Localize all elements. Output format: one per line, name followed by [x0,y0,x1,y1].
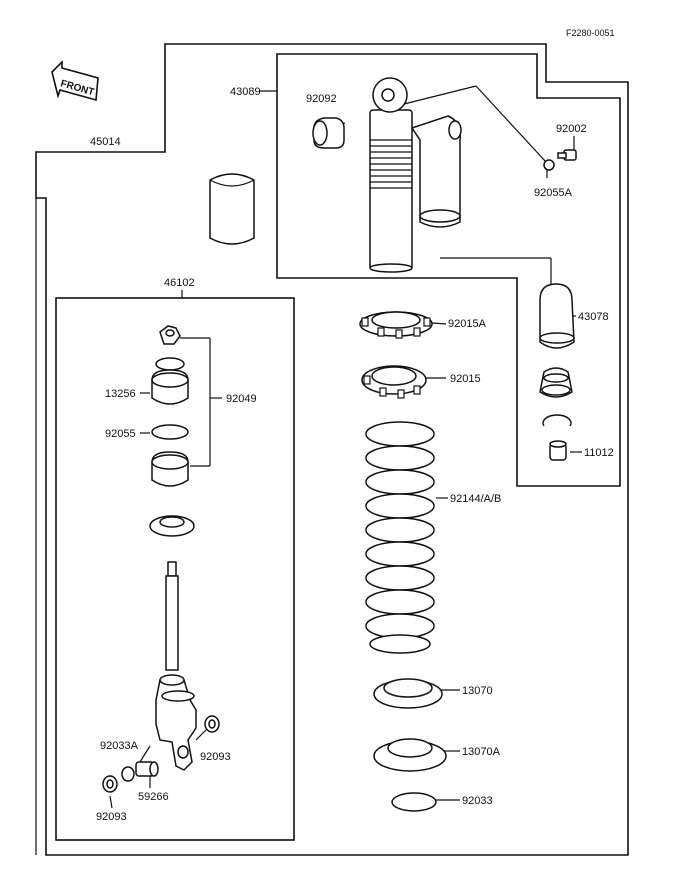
rubber-bushing-part [151,451,189,487]
front-arrow-icon: FRONT [51,60,99,102]
bladder-valve-part [539,367,573,398]
rod-cup-part [149,515,195,537]
label-92093-left: 92093 [96,811,127,823]
collar-part [135,761,159,777]
washer-part [543,159,555,171]
label-92144: 92144/A/B [450,493,501,505]
seal-left-part [102,775,118,793]
seal-right-part [204,715,220,733]
circlip-part [542,414,572,427]
bolt-part [557,149,577,161]
shock-body-part [369,77,413,273]
o-ring-part [151,424,189,440]
reservoir-tank-part [410,115,462,228]
label-92055: 92055 [105,428,136,440]
label-92093-right: 92093 [200,751,231,763]
figure-code: F2280-0051 [566,28,615,38]
sleeve-cover-part [209,173,255,245]
spring-part [365,421,435,654]
label-45014: 45014 [90,136,121,148]
bladder-cap-part [539,283,575,349]
label-11012: 11012 [584,447,614,459]
label-92092: 92092 [306,93,337,105]
outer-assembly-boundary [35,43,629,856]
label-43089: 43089 [230,86,261,98]
label-13070: 13070 [462,685,493,697]
rod-nut-part [159,325,181,345]
label-92033: 92033 [462,795,493,807]
label-92015: 92015 [450,373,481,385]
lock-nut-part [361,365,427,399]
body-assembly-box [276,53,621,487]
spring-seat-a-part [373,738,447,772]
valve-part [549,440,567,461]
label-92055A: 92055A [534,187,573,199]
oil-seal-part [121,766,135,782]
adjuster-nut-part [359,311,433,339]
damper-rod-part [155,561,197,771]
label-92002: 92002 [556,123,587,135]
label-13256: 13256 [105,388,136,400]
damper-rod-assembly-box [55,297,295,841]
label-59266: 59266 [138,791,169,803]
label-46102: 46102 [164,277,195,289]
label-92033A: 92033A [100,740,139,752]
label-92015A: 92015A [448,318,487,330]
spring-seat-part [373,678,443,709]
bump-stopper-part [151,357,189,405]
label-92049: 92049 [226,393,257,405]
circlip-92033-part [391,792,437,812]
label-13070A: 13070A [462,746,501,758]
label-43078: 43078 [578,311,609,323]
bushing-part [312,117,345,149]
